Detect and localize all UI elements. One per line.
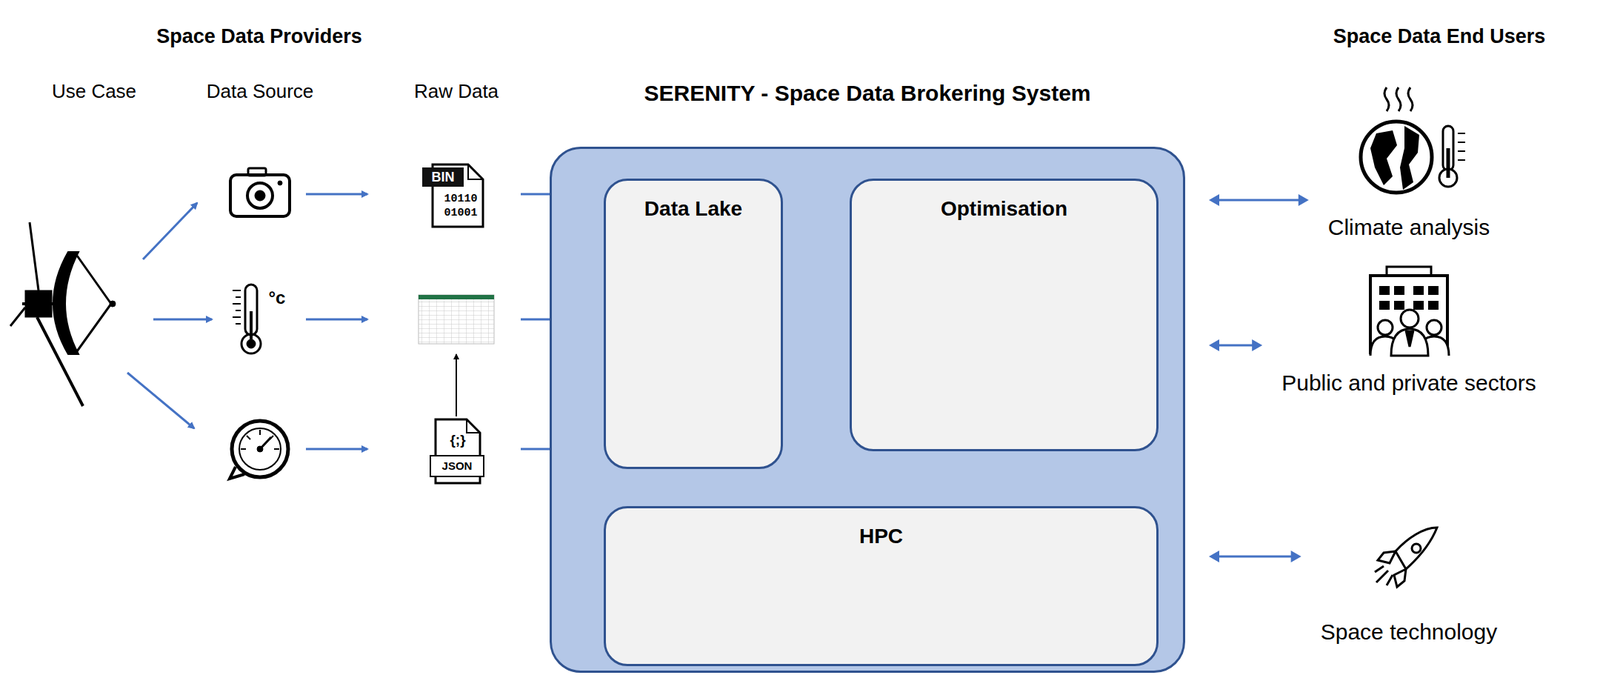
end-user: Public and private sectors bbox=[1272, 244, 1546, 402]
binary-text: 10110 bbox=[443, 192, 478, 206]
system-box: SERENITY - Space Data Brokering SystemDa… bbox=[549, 146, 1186, 673]
spacecraft-icon bbox=[10, 222, 116, 406]
file-tag: JSON bbox=[442, 459, 473, 472]
rocket-icon bbox=[1374, 527, 1438, 587]
camera-icon bbox=[230, 168, 290, 217]
arrow-line bbox=[1218, 344, 1253, 347]
node-title: Optimisation bbox=[851, 180, 1157, 221]
unit-symbol: °c bbox=[268, 287, 286, 309]
node-title: HPC bbox=[605, 508, 1157, 549]
component-box: HPC bbox=[603, 505, 1159, 666]
user-label: Space technology bbox=[1311, 619, 1507, 645]
node-title: SERENITY - Space Data Brokering System bbox=[551, 80, 1183, 106]
section-heading: Space Data End Users bbox=[1333, 25, 1546, 49]
column-heading: Raw Data bbox=[414, 80, 499, 103]
end-user: Climate analysis bbox=[1319, 88, 1499, 246]
arrow-line bbox=[1218, 555, 1292, 558]
climate-icon bbox=[1360, 87, 1466, 193]
json-symbol: {;} bbox=[449, 431, 466, 449]
column-heading: Use Case bbox=[51, 80, 137, 103]
arrow-head bbox=[1208, 550, 1220, 563]
connector bbox=[1208, 194, 1309, 206]
arrow-head bbox=[1251, 339, 1263, 352]
spreadsheet-icon bbox=[418, 294, 495, 344]
end-user: Space technology bbox=[1311, 503, 1507, 651]
arrow-head bbox=[1208, 339, 1220, 352]
arrow-line bbox=[1218, 199, 1300, 202]
component-box: Optimisation bbox=[849, 178, 1159, 452]
file-tag: BIN bbox=[431, 169, 455, 186]
json-file-icon bbox=[430, 419, 484, 483]
node-title: Data Lake bbox=[605, 180, 781, 221]
convert-arrow bbox=[455, 354, 458, 417]
arrow-head bbox=[1208, 194, 1220, 206]
binary-file-icon bbox=[422, 164, 483, 227]
user-label: Public and private sectors bbox=[1272, 370, 1546, 396]
connector bbox=[1208, 550, 1302, 563]
component-box: Data Lake bbox=[603, 178, 783, 469]
gauge-icon bbox=[229, 420, 289, 479]
source-arrows bbox=[127, 194, 581, 449]
section-heading: Space Data Providers bbox=[156, 25, 363, 49]
column-heading: Data Source bbox=[206, 80, 315, 103]
thermometer-icon bbox=[232, 284, 261, 354]
arrow-head bbox=[1291, 550, 1302, 563]
arrow-head bbox=[1298, 194, 1309, 206]
connector bbox=[1208, 339, 1263, 352]
user-label: Climate analysis bbox=[1319, 214, 1499, 240]
binary-text: 01001 bbox=[443, 206, 478, 220]
office-icon bbox=[1370, 266, 1449, 356]
